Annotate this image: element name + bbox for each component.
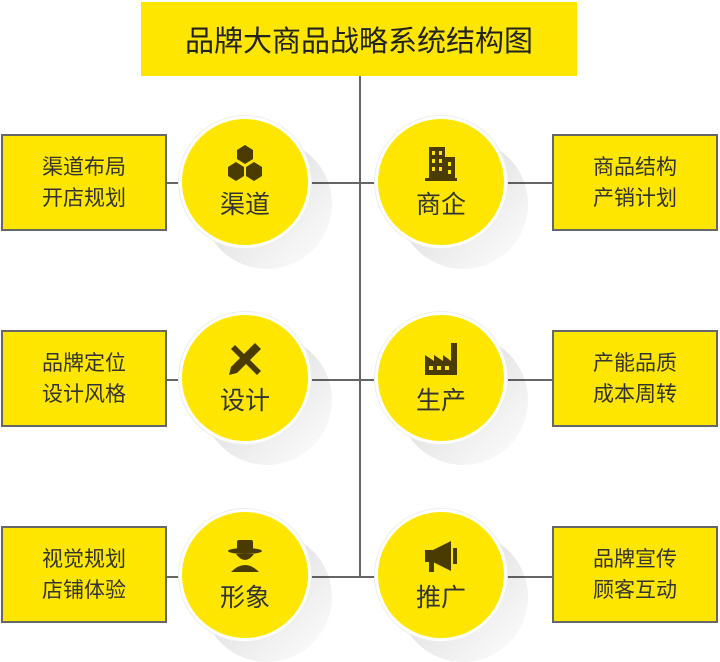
node-label: 渠道 bbox=[219, 190, 270, 219]
megaphone-icon bbox=[425, 541, 457, 572]
building-icon bbox=[425, 147, 457, 181]
hexagons-icon bbox=[228, 145, 262, 181]
node-image: 形象 bbox=[179, 509, 311, 641]
node-label: 设计 bbox=[219, 386, 270, 415]
box-line: 顾客互动 bbox=[593, 577, 677, 602]
node-production: 生产 bbox=[375, 312, 507, 444]
box-line: 产销计划 bbox=[593, 185, 677, 210]
box-line: 品牌定位 bbox=[42, 350, 126, 375]
box-line: 品牌宣传 bbox=[593, 546, 677, 571]
branch-line bbox=[167, 182, 552, 184]
node-label: 生产 bbox=[415, 386, 466, 415]
node-label: 商企 bbox=[415, 190, 466, 219]
diagram-title: 品牌大商品战略系统结构图 bbox=[141, 2, 577, 76]
hat-person-icon bbox=[228, 540, 262, 572]
factory-icon bbox=[425, 343, 457, 375]
box-line: 设计风格 bbox=[42, 381, 126, 406]
box-line: 渠道布局 bbox=[42, 154, 126, 179]
node-label: 形象 bbox=[219, 583, 270, 612]
node-promotion: 推广 bbox=[375, 509, 507, 641]
branch-line bbox=[167, 576, 552, 578]
node-label: 推广 bbox=[415, 583, 466, 612]
box-merchandise: 商品结构产销计划 bbox=[552, 134, 718, 231]
box-promotion: 品牌宣传顾客互动 bbox=[552, 526, 718, 623]
node-channel: 渠道 bbox=[179, 116, 311, 248]
trunk-line bbox=[359, 76, 361, 578]
box-channel: 渠道布局开店规划 bbox=[1, 134, 167, 231]
box-line: 店铺体验 bbox=[42, 577, 126, 602]
box-line: 成本周转 bbox=[593, 381, 677, 406]
box-image: 视觉规划店铺体验 bbox=[1, 526, 167, 623]
node-merchandise: 商企 bbox=[375, 116, 507, 248]
pencil-ruler-icon bbox=[229, 343, 261, 375]
node-design: 设计 bbox=[179, 312, 311, 444]
box-production: 产能品质成本周转 bbox=[552, 330, 718, 427]
branch-line bbox=[167, 379, 552, 381]
box-line: 商品结构 bbox=[593, 154, 677, 179]
box-line: 开店规划 bbox=[42, 185, 126, 210]
box-design: 品牌定位设计风格 bbox=[1, 330, 167, 427]
box-line: 视觉规划 bbox=[42, 546, 126, 571]
box-line: 产能品质 bbox=[593, 350, 677, 375]
